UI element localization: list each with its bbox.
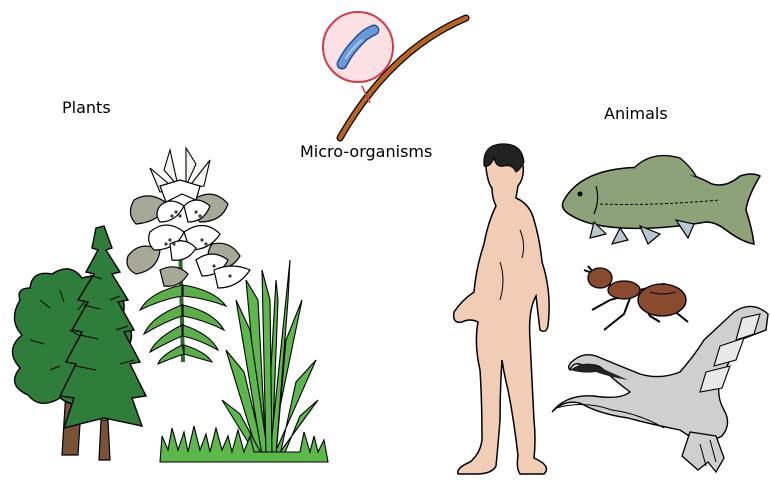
plants-label: Plants	[62, 98, 111, 117]
goose-icon	[551, 305, 769, 474]
fish-icon	[561, 154, 762, 245]
bacterium-icon	[336, 24, 380, 70]
ant-icon	[583, 265, 689, 331]
lily-icon	[126, 146, 251, 365]
animals-group	[452, 143, 769, 475]
human-icon	[452, 143, 550, 475]
grass-clump-icon	[221, 259, 319, 456]
grass-strip-icon	[159, 425, 329, 463]
animals-label: Animals	[604, 104, 668, 123]
plants-group	[11, 146, 329, 463]
micro-organisms-group	[322, 11, 470, 142]
micro-organisms-label: Micro-organisms	[300, 142, 433, 161]
conifer-tree-icon	[58, 225, 148, 461]
